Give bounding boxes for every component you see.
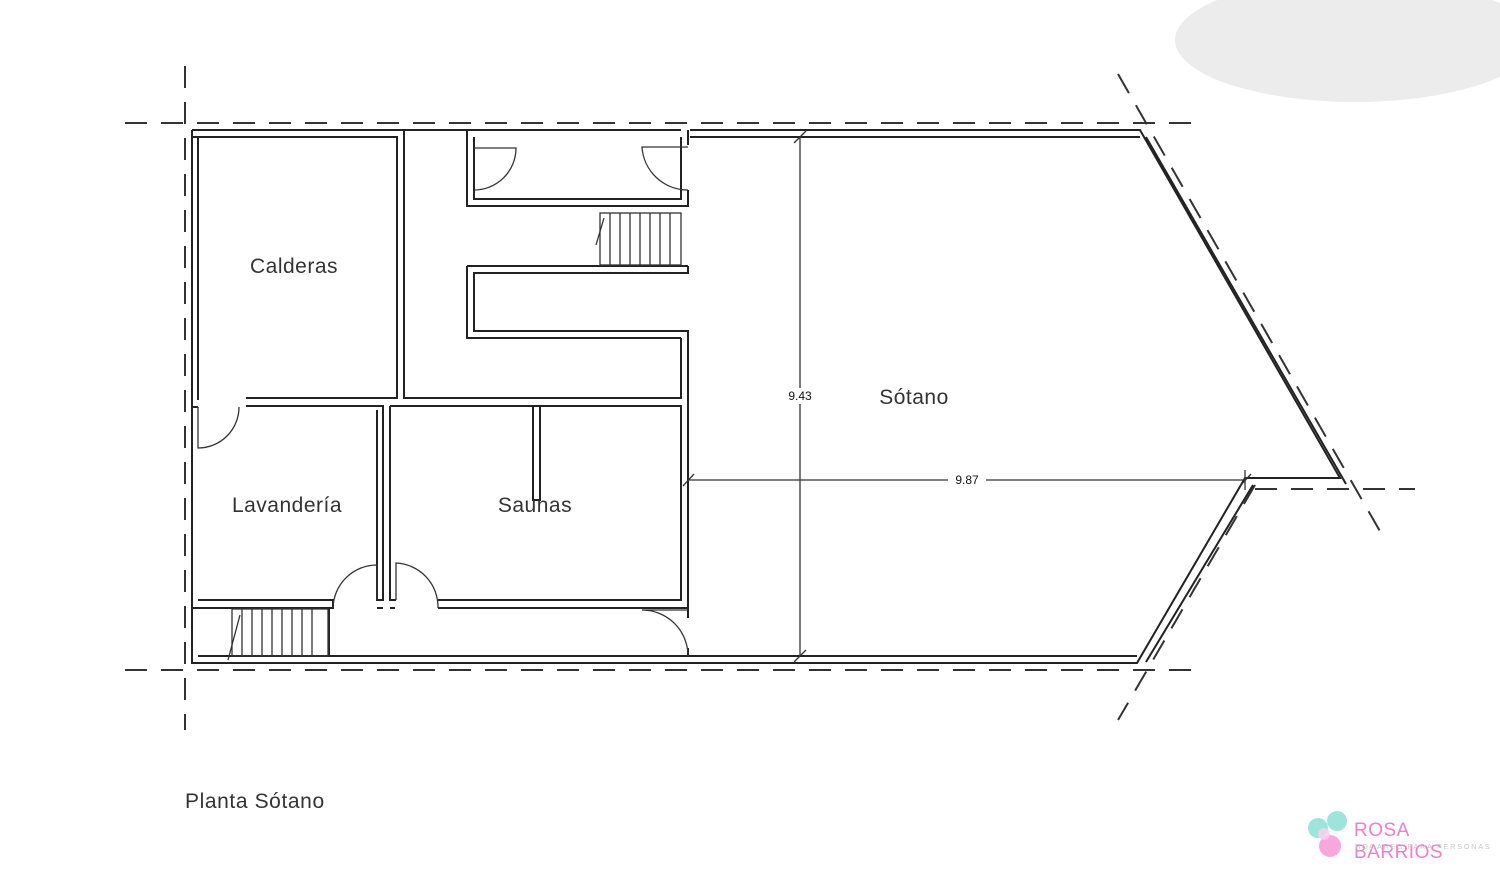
brand-logo: ROSA BARRIOS HOGARES PARA PERSONAS — [1304, 808, 1494, 863]
brand-tagline: HOGARES PARA PERSONAS — [1355, 842, 1492, 851]
room-label-calderas: Calderas — [250, 255, 338, 278]
plan-title: Planta Sótano — [185, 790, 325, 813]
dimension-width-label: 9.87 — [955, 473, 979, 487]
background-blob — [1175, 0, 1500, 102]
exterior-walls — [191, 129, 1347, 664]
dimension-lines — [682, 130, 1252, 663]
dimension-height-label: 9.43 — [788, 389, 812, 403]
doors — [197, 146, 689, 657]
brand-mark-icon — [1308, 811, 1347, 857]
brand-name: ROSA BARRIOS — [1354, 820, 1444, 863]
room-label-lavanderia: Lavandería — [232, 494, 342, 517]
interior-walls — [192, 129, 689, 656]
room-label-saunas: Saunas — [498, 494, 572, 517]
axis-lines — [125, 66, 1415, 730]
stairs — [227, 212, 682, 661]
room-label-sotano: Sótano — [879, 386, 949, 409]
